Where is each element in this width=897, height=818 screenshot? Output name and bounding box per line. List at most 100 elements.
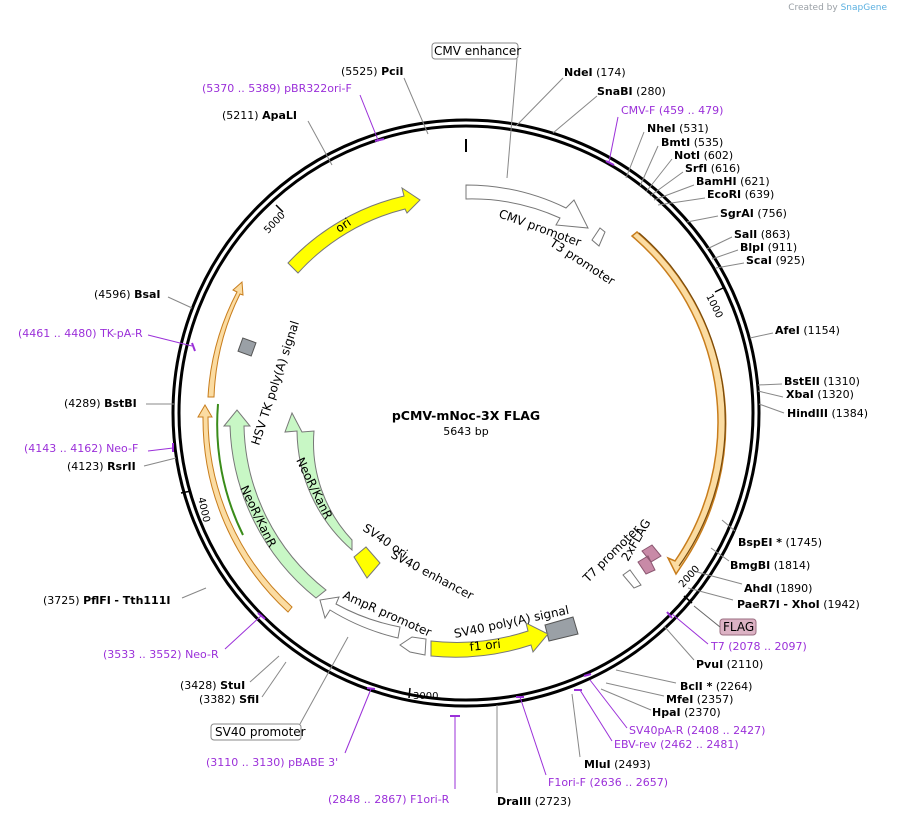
- svg-text:SalI (863): SalI (863): [734, 228, 790, 241]
- enzyme-mlui[interactable]: MluI (2493): [571, 693, 651, 771]
- enzyme-snabi[interactable]: SnaBI (280): [552, 85, 666, 134]
- enzyme-ecori[interactable]: EcoRI (639): [707, 188, 774, 201]
- tick-label-4000: 4000: [195, 496, 211, 523]
- feature-ampr-promoter[interactable]: [319, 596, 401, 639]
- enzyme-nhei[interactable]: NheI (531): [647, 122, 709, 135]
- enzyme-ahdi[interactable]: AhdI (1890): [696, 571, 812, 595]
- enzyme-blpi[interactable]: BlpI (911): [711, 241, 797, 260]
- feature-label-sv40-promoter: SV40 promoter: [215, 725, 306, 739]
- svg-text:(3110 .. 3130) pBABE 3': (3110 .. 3130) pBABE 3': [206, 756, 338, 769]
- enzyme-bmti[interactable]: BmtI (535): [661, 136, 723, 149]
- enzyme-hpai[interactable]: HpaI (2370): [600, 688, 721, 719]
- enzyme-bstbi[interactable]: (4289) BstBI: [64, 397, 174, 410]
- enzyme-draiii[interactable]: DraIII (2723): [496, 705, 571, 808]
- feature-cmv-promoter[interactable]: [465, 184, 589, 229]
- svg-text:(5370 .. 5389) pBR322ori-F: (5370 .. 5389) pBR322ori-F: [202, 82, 352, 95]
- feature-t3-promoter[interactable]: [591, 227, 606, 247]
- feature-label-cmv-enhancer: CMV enhancer: [434, 44, 521, 58]
- feature-neor-inner[interactable]: [284, 411, 353, 552]
- backbone-outer: [171, 118, 761, 708]
- backbone-inner: [177, 124, 755, 702]
- svg-text:(5525) PciI: (5525) PciI: [341, 65, 404, 78]
- feature-t7-promoter[interactable]: [622, 569, 642, 589]
- enzyme-stui[interactable]: (3428) StuI: [180, 655, 280, 692]
- tick-1000: [714, 286, 726, 293]
- enzyme-srfi[interactable]: SrfI (616): [685, 162, 740, 175]
- enzyme-bsteii[interactable]: BstEII (1310): [757, 375, 860, 388]
- enzyme-sfii[interactable]: (3382) SfiI: [199, 661, 287, 706]
- enzyme-noti[interactable]: NotI (602): [674, 149, 733, 162]
- enzyme-apali[interactable]: (5211) ApaLI: [222, 109, 333, 166]
- enzyme-bsai[interactable]: (4596) BsaI: [94, 288, 193, 309]
- feature-f1-ori[interactable]: [430, 622, 549, 658]
- svg-text:T7 (2078 .. 2097): T7 (2078 .. 2097): [710, 640, 807, 653]
- feature-orange-left[interactable]: [197, 404, 293, 613]
- tick-label-3000: 3000: [413, 691, 438, 702]
- primer-t7[interactable]: T7 (2078 .. 2097): [666, 611, 807, 653]
- feature-label-sv40-enhancer: SV40 enhancer: [389, 547, 476, 602]
- enzyme-pvui[interactable]: PvuI (2110): [663, 625, 763, 671]
- primer-f1ori-r[interactable]: (2848 .. 2867) F1ori-R: [328, 715, 460, 806]
- svg-text:EBV-rev (2462 .. 2481): EBV-rev (2462 .. 2481): [614, 738, 739, 751]
- enzyme-ndei[interactable]: NdeI (174): [515, 66, 626, 127]
- sv40-promoter-box[interactable]: [210, 723, 302, 741]
- primer-sv40pa-r[interactable]: SV40pA-R (2408 .. 2427): [583, 673, 765, 737]
- svg-text:F1ori-F (2636 .. 2657): F1ori-F (2636 .. 2657): [548, 776, 668, 789]
- feature-2xflag[interactable]: [637, 544, 662, 575]
- enzyme-bmgbi[interactable]: BmgBI (1814): [710, 547, 810, 572]
- enzyme-mfei[interactable]: MfeI (2357): [605, 682, 733, 706]
- svg-text:SgrAI (756): SgrAI (756): [720, 207, 787, 220]
- enzyme-rsrii[interactable]: (4123) RsrII: [67, 457, 177, 473]
- svg-text:DraIII (2723): DraIII (2723): [497, 795, 571, 808]
- enzyme-xbai[interactable]: XbaI (1320): [757, 388, 854, 401]
- svg-text:PaeR7I - XhoI (1942): PaeR7I - XhoI (1942): [737, 598, 860, 611]
- tick-3000: [408, 687, 411, 699]
- feature-sv40-ori[interactable]: [353, 546, 381, 579]
- svg-text:XbaI (1320): XbaI (1320): [786, 388, 854, 401]
- enzyme-bcli[interactable]: BclI * (2264): [615, 669, 752, 693]
- neor-green-core: [216, 403, 244, 536]
- feature-neor-outer[interactable]: [222, 409, 327, 599]
- feature-small-promoter: [399, 636, 427, 656]
- svg-text:AhdI (1890): AhdI (1890): [744, 582, 812, 595]
- tick-5000: [275, 204, 284, 213]
- svg-text:HindIII (1384): HindIII (1384): [787, 407, 868, 420]
- flag-leader: [693, 605, 721, 628]
- enzyme-bspei[interactable]: BspEI * (1745): [721, 519, 822, 549]
- svg-text:BstEII (1310): BstEII (1310): [784, 375, 860, 388]
- svg-text:SnaBI (280): SnaBI (280): [597, 85, 666, 98]
- primer-pbr322ori-f[interactable]: (5370 .. 5389) pBR322ori-F: [202, 82, 385, 142]
- credit-line: Created by SnapGene: [788, 3, 887, 13]
- feature-label-t3-promoter: T3 promoter: [547, 235, 618, 288]
- feature-sv40-polya[interactable]: [544, 616, 579, 642]
- primer-cmv-f[interactable]: CMV-F (459 .. 479): [605, 104, 723, 166]
- enzyme-pflfi[interactable]: (3725) PflFI - Tth111I: [43, 587, 207, 607]
- enzyme-bamhi[interactable]: BamHI (621): [696, 175, 770, 188]
- feature-ori[interactable]: [287, 186, 421, 274]
- primer-tk-pa-r[interactable]: (4461 .. 4480) TK-pA-R: [18, 327, 196, 352]
- svg-text:(5211) ApaLI: (5211) ApaLI: [222, 109, 297, 122]
- primer-ebv-rev[interactable]: EBV-rev (2462 .. 2481): [574, 689, 739, 751]
- enzyme-sgrai[interactable]: SgrAI (756): [686, 207, 787, 223]
- enzyme-sali[interactable]: SalI (863): [706, 228, 790, 250]
- svg-text:(2848 .. 2867) F1ori-R: (2848 .. 2867) F1ori-R: [328, 793, 450, 806]
- tick-marks: 1000 2000 3000 4000 5000: [180, 204, 726, 702]
- primer-neo-r[interactable]: (3533 .. 3552) Neo-R: [103, 612, 266, 661]
- enzyme-afei[interactable]: AfeI (1154): [749, 324, 840, 339]
- svg-text:SV40pA-R (2408 .. 2427): SV40pA-R (2408 .. 2427): [629, 724, 765, 737]
- primer-pbabe-3[interactable]: (3110 .. 3130) pBABE 3': [206, 687, 376, 769]
- enzyme-scai[interactable]: ScaI (925): [715, 254, 805, 269]
- enzyme-hindiii[interactable]: HindIII (1384): [758, 403, 868, 420]
- cmv-enhancer-box[interactable]: [431, 42, 519, 60]
- primer-f1ori-f[interactable]: F1ori-F (2636 .. 2657): [516, 696, 668, 789]
- enzyme-paer7i[interactable]: PaeR7I - XhoI (1942): [687, 587, 860, 611]
- feature-orange-upper[interactable]: [207, 280, 244, 398]
- enzyme-pcii[interactable]: (5525) PciI: [341, 65, 429, 135]
- primer-neo-f[interactable]: (4143 .. 4162) Neo-F: [24, 442, 174, 455]
- feature-label-flag: FLAG: [723, 620, 754, 634]
- svg-text:HpaI (2370): HpaI (2370): [652, 706, 721, 719]
- svg-text:BspEI * (1745): BspEI * (1745): [738, 536, 822, 549]
- svg-text:(3382) SfiI: (3382) SfiI: [199, 693, 259, 706]
- feature-hsv-tk-polya[interactable]: [237, 337, 257, 357]
